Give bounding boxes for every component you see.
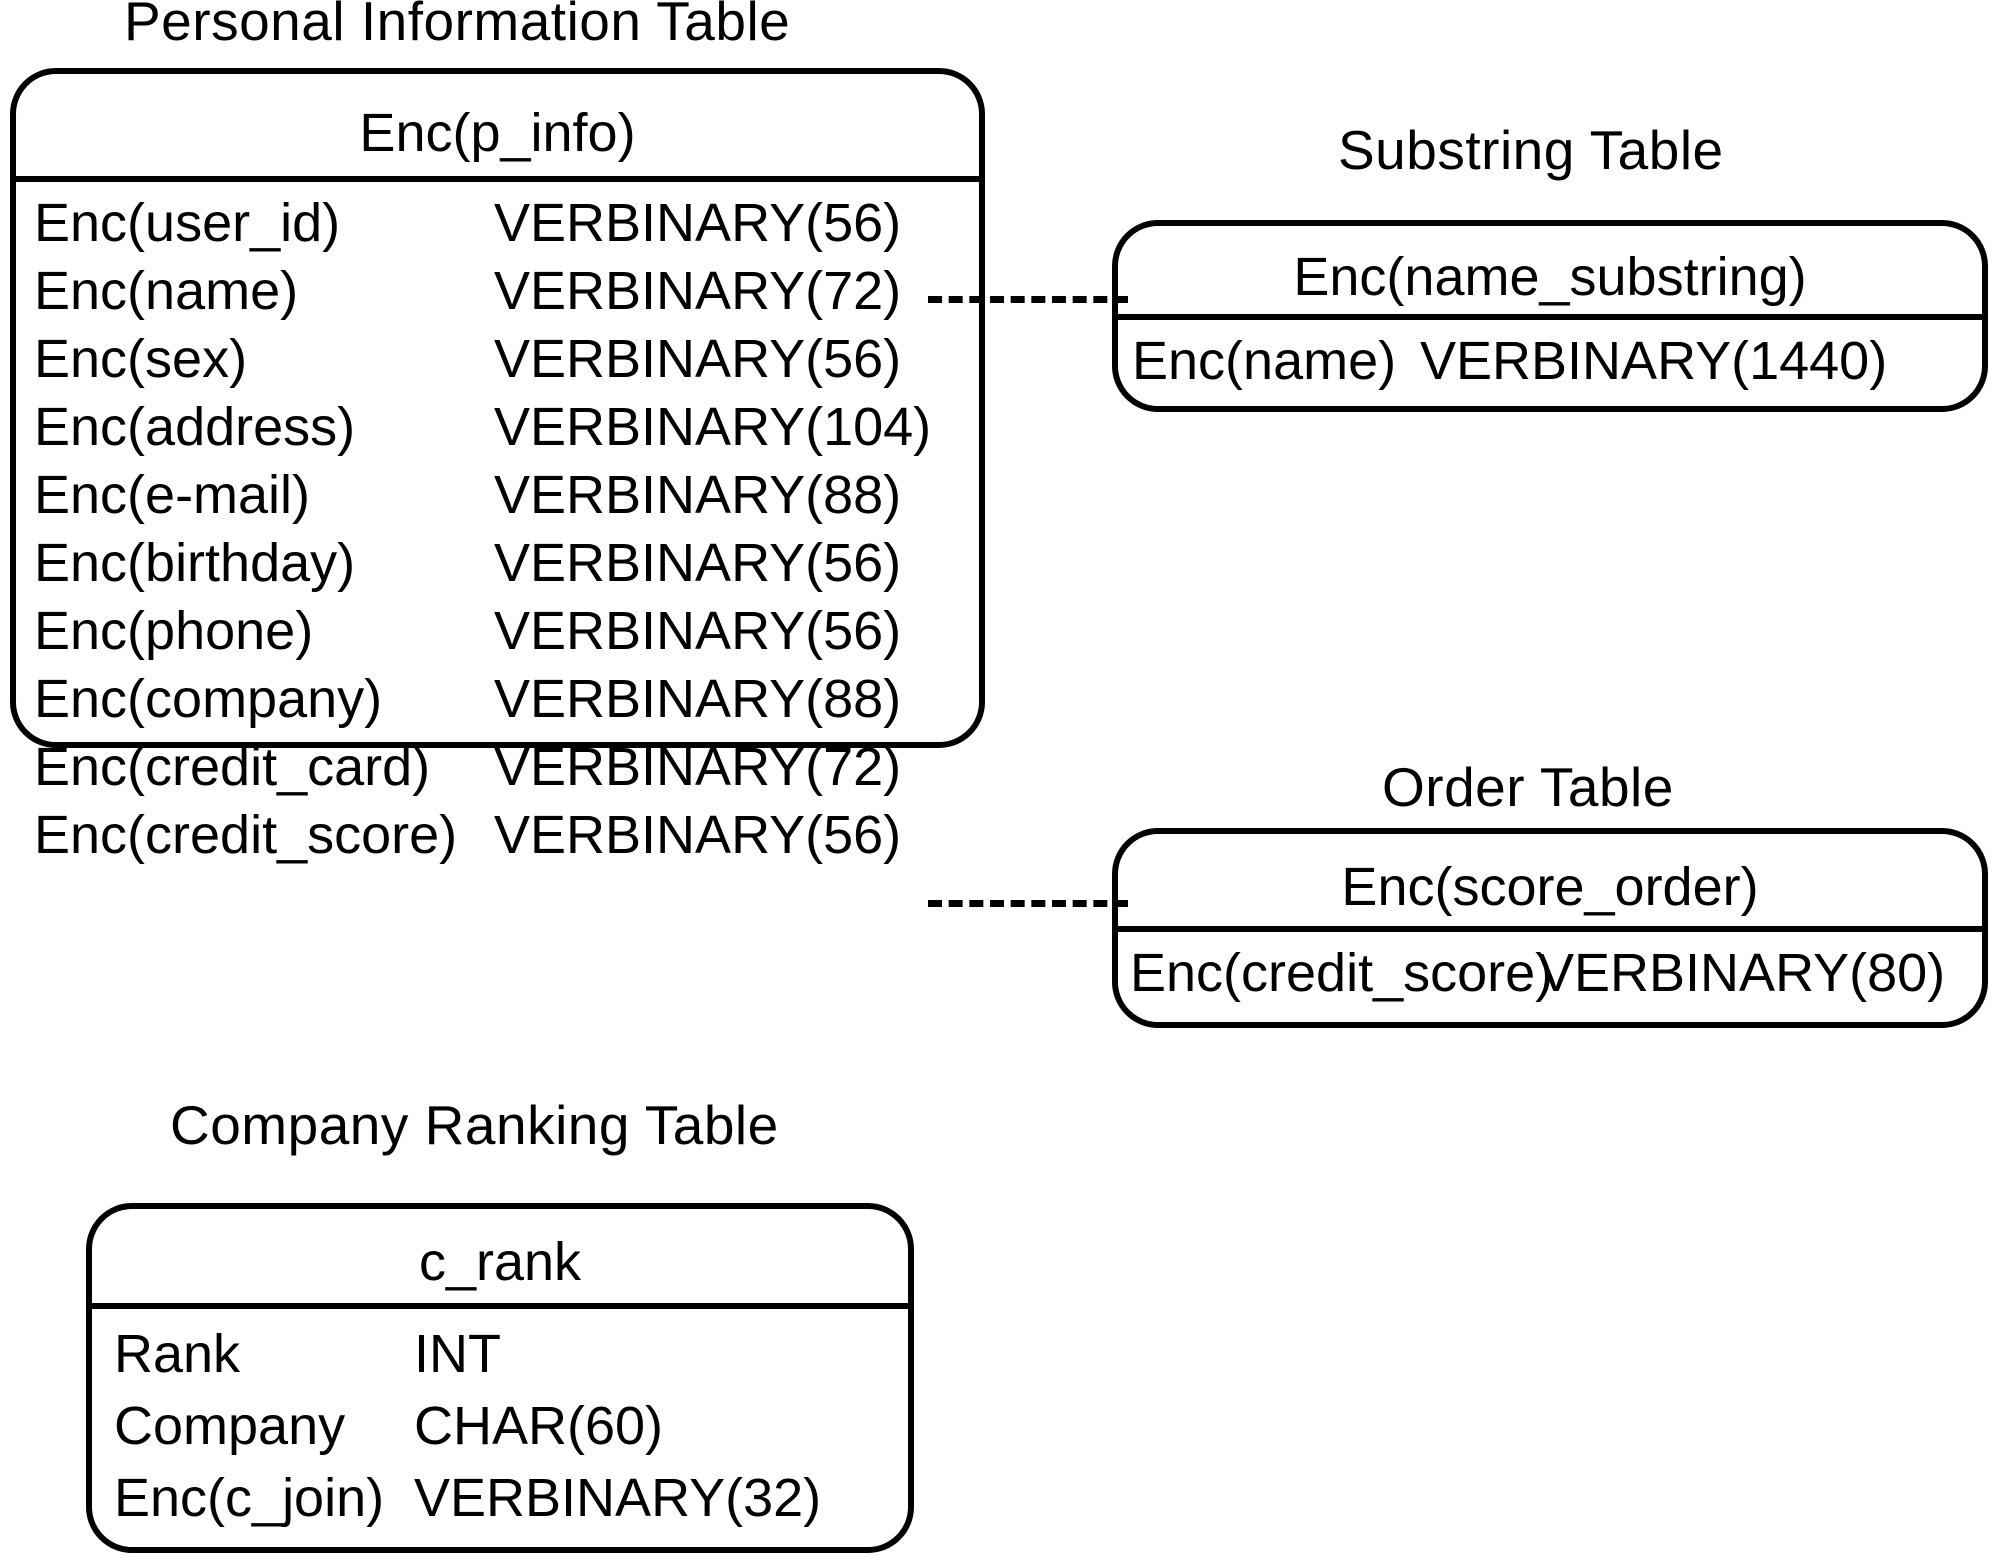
table-row: Enc(name) VERBINARY(1440) <box>1132 334 1982 396</box>
field-name: Enc(sex) <box>34 329 248 389</box>
field-name: Enc(name) <box>34 261 299 321</box>
field-name: Enc(credit_score) <box>1130 943 1554 1003</box>
field-name: Enc(phone) <box>34 601 314 661</box>
table-row: Enc(sex) VERBINARY(56) <box>34 332 979 400</box>
field-name: Company <box>114 1396 346 1456</box>
field-type: VERBINARY(32) <box>414 1468 822 1528</box>
entity-company-ranking-table: c_rank Rank INT Company CHAR(60) Enc(c_j… <box>86 1203 914 1553</box>
entity-header-c-rank: c_rank <box>92 1209 908 1309</box>
field-name: Enc(name) <box>1132 331 1397 391</box>
field-type: VERBINARY(88) <box>494 669 902 729</box>
field-type: VERBINARY(72) <box>494 261 902 321</box>
table-row: Enc(company) VERBINARY(88) <box>34 672 979 740</box>
field-name: Rank <box>114 1324 241 1384</box>
entity-personal-information-table: Enc(p_info) Enc(user_id) VERBINARY(56) E… <box>10 68 985 862</box>
table-row: Enc(credit_score) VERBINARY(56) <box>34 808 979 876</box>
entity-body-p-info: Enc(user_id) VERBINARY(56) Enc(name) VER… <box>16 182 979 876</box>
field-type: VERBINARY(80) <box>1538 943 1946 1003</box>
entity-body-name-substring: Enc(name) VERBINARY(1440) <box>1118 320 1982 396</box>
table-row: Enc(credit_score) VERBINARY(80) <box>1130 946 1982 1008</box>
company-ranking-table-caption: Company Ranking Table <box>170 1094 779 1156</box>
entity-substring-table: Enc(name_substring) Enc(name) VERBINARY(… <box>1112 220 1988 412</box>
personal-information-table-caption: Personal Information Table <box>124 0 791 52</box>
field-type: VERBINARY(56) <box>494 601 902 661</box>
table-row: Enc(e-mail) VERBINARY(88) <box>34 468 979 536</box>
field-type: CHAR(60) <box>414 1396 664 1456</box>
field-name: Enc(company) <box>34 669 383 729</box>
table-row: Enc(birthday) VERBINARY(56) <box>34 536 979 604</box>
field-type: INT <box>414 1324 501 1384</box>
table-row: Rank INT <box>114 1327 908 1399</box>
field-type: VERBINARY(56) <box>494 329 902 389</box>
entity-order-table: Enc(score_order) Enc(credit_score) VERBI… <box>1112 828 1988 1028</box>
relationship-connector-name-to-substring <box>928 296 1128 303</box>
table-row: Enc(address) VERBINARY(104) <box>34 400 979 468</box>
entity-header-name-substring: Enc(name_substring) <box>1118 226 1982 320</box>
table-row: Company CHAR(60) <box>114 1399 908 1471</box>
table-row: Enc(phone) VERBINARY(56) <box>34 604 979 672</box>
substring-table-caption: Substring Table <box>1338 119 1724 181</box>
entity-header-p-info: Enc(p_info) <box>16 74 979 182</box>
field-type: VERBINARY(1440) <box>1420 331 1888 391</box>
field-type: VERBINARY(56) <box>494 193 902 253</box>
table-row: Enc(c_join) VERBINARY(32) <box>114 1471 908 1543</box>
field-name: Enc(credit_card) <box>34 737 431 797</box>
entity-body-c-rank: Rank INT Company CHAR(60) Enc(c_join) VE… <box>92 1309 908 1543</box>
field-name: Enc(address) <box>34 397 356 457</box>
field-type: VERBINARY(72) <box>494 737 902 797</box>
entity-header-score-order: Enc(score_order) <box>1118 834 1982 932</box>
field-type: VERBINARY(56) <box>494 805 902 865</box>
table-row: Enc(user_id) VERBINARY(56) <box>34 196 979 264</box>
field-name: Enc(credit_score) <box>34 805 458 865</box>
table-row: Enc(credit_card) VERBINARY(72) <box>34 740 979 808</box>
table-row: Enc(name) VERBINARY(72) <box>34 264 979 332</box>
field-name: Enc(c_join) <box>114 1468 385 1528</box>
order-table-caption: Order Table <box>1382 756 1674 818</box>
field-name: Enc(birthday) <box>34 533 356 593</box>
field-name: Enc(e-mail) <box>34 465 311 525</box>
field-type: VERBINARY(88) <box>494 465 902 525</box>
field-type: VERBINARY(104) <box>494 397 932 457</box>
relationship-connector-credit-score-to-order <box>928 900 1128 907</box>
entity-body-score-order: Enc(credit_score) VERBINARY(80) <box>1118 932 1982 1008</box>
field-type: VERBINARY(56) <box>494 533 902 593</box>
field-name: Enc(user_id) <box>34 193 341 253</box>
